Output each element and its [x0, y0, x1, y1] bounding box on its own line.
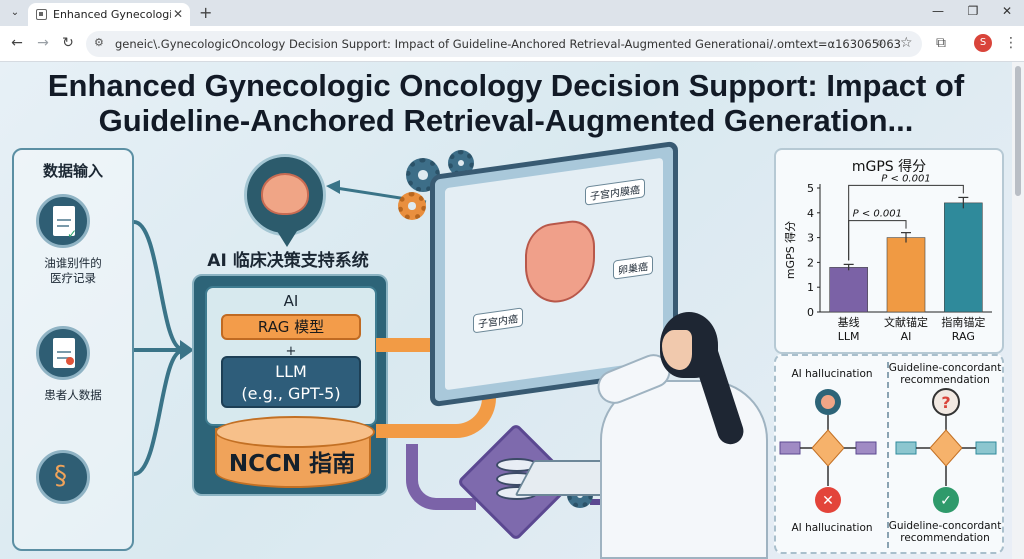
concordant-top-line2: recommendation — [900, 374, 990, 386]
svg-text:✓: ✓ — [940, 493, 952, 509]
page-favicon-icon — [36, 9, 47, 20]
hallucination-comparison-panel: AI hallucination Guideline-concordant re… — [774, 354, 1004, 554]
y-tick-label: 2 — [807, 256, 814, 269]
gear-icon — [398, 192, 426, 220]
ai-system-title: AI 临床决策支持系统 — [207, 251, 369, 271]
x-tick-label: AI — [901, 330, 912, 343]
y-tick-label: 3 — [807, 232, 814, 245]
x-tick-label: LLM — [838, 330, 860, 343]
rag-model-box: RAG 模型 — [221, 314, 361, 340]
ai-model-stack: AI RAG 模型 + LLM (e.g., GPT-5) — [205, 286, 377, 426]
svg-text:?: ? — [941, 393, 950, 412]
bar — [944, 202, 983, 313]
screen-tag-endometrial: 子宫内膜癌 — [585, 178, 645, 206]
forward-icon[interactable]: → — [37, 35, 49, 51]
page-scrollbar[interactable] — [1012, 62, 1024, 559]
ai-label: AI — [283, 292, 299, 310]
nccn-guideline-label: NCCN 指南 — [228, 451, 356, 477]
concordant-label-bottom: Guideline-concordant recommendation — [888, 520, 1002, 544]
new-tab-button[interactable]: + — [199, 3, 213, 22]
input-panel-heading: 数据输入 — [42, 162, 103, 180]
retrieval-flow-arrow — [406, 444, 476, 510]
y-tick-label: 0 — [807, 306, 814, 319]
data-input-panel: 数据输入 ✓ 油谁别件的 医疗记录 患者人数据 § — [12, 148, 134, 551]
input-label-records-line2: 医疗记录 — [50, 271, 96, 285]
dna-icon: § — [36, 450, 90, 504]
concordant-bottom-line2: recommendation — [900, 532, 990, 544]
y-axis-label: mGPS 得分 — [784, 221, 797, 279]
infographic-title: Enhanced Gynecologic Oncology Decision S… — [0, 68, 1012, 138]
url-text[interactable]: geneic\.GynecologicOncology Decision Sup… — [115, 37, 901, 51]
tab-title: Enhanced Gynecologic Oncology Decision S… — [53, 8, 171, 21]
bar — [886, 237, 926, 313]
panel-divider — [887, 362, 889, 548]
close-window-button[interactable]: ✕ — [1001, 4, 1013, 18]
llm-model-example: (e.g., GPT-5) — [241, 384, 341, 403]
significance-bracket — [848, 184, 964, 261]
svg-text:✕: ✕ — [822, 493, 834, 509]
reload-icon[interactable]: ↻ — [62, 35, 74, 51]
clinician-face — [662, 330, 692, 370]
concordant-bottom-line1: Guideline-concordant — [888, 520, 1002, 532]
x-tick-label: 基线 — [838, 315, 860, 329]
browser-toolbar: ← → ↻ ⚙ geneic\.GynecologicOncology Deci… — [0, 26, 1024, 62]
minimize-button[interactable]: — — [932, 4, 944, 18]
tab-bar: ⌄ Enhanced Gynecologic Oncology Decision… — [0, 0, 1024, 26]
significance-label: P < 0.001 — [853, 209, 902, 220]
y-tick-label: 5 — [807, 182, 814, 195]
address-bar[interactable]: ⚙ geneic\.GynecologicOncology Decision S… — [86, 31, 922, 57]
hallucination-flow-diagram: ✕ ? ✓ — [779, 388, 997, 513]
input-label-patient-data: 患者人数据 — [14, 388, 132, 403]
y-tick-label: 4 — [807, 207, 814, 220]
input-label-records-line1: 油谁别件的 — [44, 256, 102, 270]
llm-box: LLM (e.g., GPT-5) — [221, 356, 361, 408]
hallucination-label-bottom: AI hallucination — [791, 522, 873, 534]
chart-title: mGPS 得分 — [851, 159, 927, 175]
scrollbar-thumb[interactable] — [1015, 66, 1021, 196]
extensions-icon[interactable]: ⧉ — [936, 35, 946, 51]
significance-label: P < 0.001 — [881, 173, 930, 184]
tab-menu-icon[interactable]: ⌄ — [10, 7, 20, 18]
screen-tag-uterine: 子宫内癌 — [473, 307, 523, 334]
x-tick-label: 指南锚定 — [941, 315, 985, 329]
clinician-figure — [600, 380, 768, 559]
bookmark-star-icon[interactable]: ☆ — [900, 35, 913, 51]
monitor-screen: 子宫内膜癌 卵巢癌 子宫内癌 — [445, 157, 663, 391]
concordant-label-top: Guideline-concordant recommendation — [888, 362, 1002, 386]
title-line-1: Enhanced Gynecologic Oncology Decision S… — [47, 68, 965, 103]
site-info-icon[interactable]: ⚙ — [94, 36, 104, 49]
database-icon — [496, 458, 538, 508]
brain-icon — [244, 154, 326, 247]
hallucination-label-top: AI hallucination — [791, 368, 873, 380]
y-tick-label: 1 — [807, 281, 814, 294]
plus-sign: + — [285, 344, 297, 359]
uterus-illustration — [525, 217, 595, 308]
input-label-records: 油谁别件的 医疗记录 — [14, 256, 132, 286]
screen-tag-ovarian: 卵巢癌 — [613, 255, 653, 280]
llm-label: LLM — [275, 362, 307, 381]
medical-record-icon: ✓ — [36, 194, 90, 248]
clipboard-icon — [36, 326, 90, 380]
title-line-2: Guideline-Anchored Retrieval-Augmented G… — [98, 103, 914, 138]
page-viewport: Enhanced Gynecologic Oncology Decision S… — [0, 62, 1012, 559]
restore-button[interactable]: ❐ — [967, 4, 979, 18]
nccn-guideline-database-icon — [215, 416, 375, 488]
profile-avatar[interactable]: S — [974, 34, 992, 52]
ai-system-box: AI RAG 模型 + LLM (e.g., GPT-5) — [192, 274, 388, 496]
menu-icon[interactable]: ⋮ — [1004, 35, 1018, 51]
input-label-patient-line1: 患者人数据 — [44, 388, 102, 402]
x-tick-label: 文献锚定 — [884, 315, 928, 329]
zoom-icon[interactable]: ⌕ — [876, 35, 884, 51]
concordant-top-line1: Guideline-concordant — [888, 362, 1002, 374]
x-tick-label: RAG — [952, 330, 975, 343]
tab-close-icon[interactable]: ✕ — [173, 7, 184, 21]
bar — [829, 267, 868, 313]
active-tab[interactable]: Enhanced Gynecologic Oncology Decision S… — [28, 3, 190, 26]
back-icon[interactable]: ← — [11, 35, 23, 51]
